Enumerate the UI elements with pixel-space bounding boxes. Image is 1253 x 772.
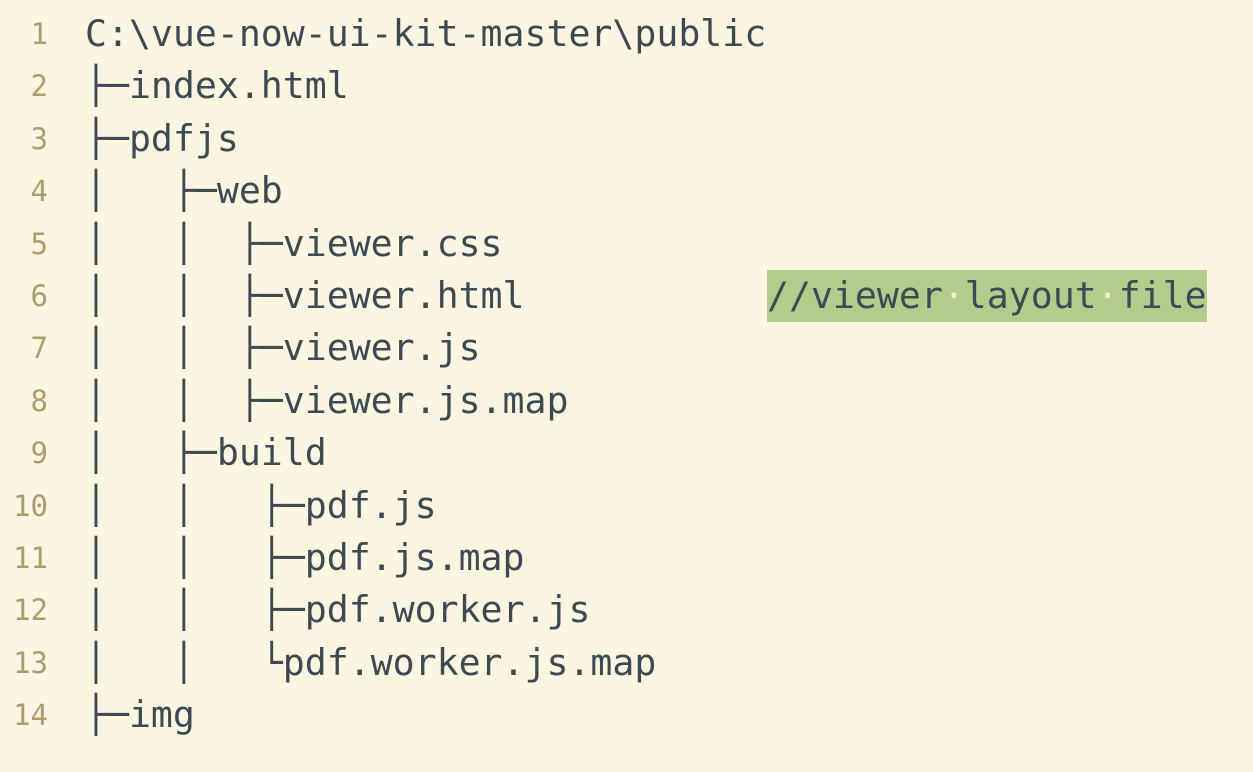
tree-text: │ │ ├─viewer.css (85, 221, 503, 265)
code-line[interactable]: 1 C:\vue-now-ui-kit-master\public (0, 8, 1253, 60)
tree-text: │ │ ├─pdf.worker.js (85, 588, 591, 632)
line-number: 14 (13, 698, 48, 733)
tree-text: │ │ ├─viewer.js.map (85, 378, 569, 422)
tree-text: │ ├─web (85, 169, 283, 213)
tree-text: ├─pdfjs (85, 116, 239, 160)
line-number: 6 (30, 278, 48, 313)
whitespace-dot-icon: · (1096, 273, 1119, 317)
code-line[interactable]: 8 │ │ ├─viewer.js.map (0, 375, 1253, 427)
line-number: 10 (13, 488, 48, 523)
tree-text: ├─img (85, 693, 195, 737)
code-line[interactable]: 12 │ │ ├─pdf.worker.js (0, 584, 1253, 636)
tree-text: │ │ └pdf.worker.js.map (85, 640, 657, 684)
line-number: 11 (13, 540, 48, 575)
tree-text: ├─index.html (85, 64, 349, 108)
tree-text: │ ├─build (85, 431, 327, 475)
code-line[interactable]: 13 │ │ └pdf.worker.js.map (0, 637, 1253, 689)
line-number: 1 (30, 17, 48, 51)
whitespace-dot-icon: · (942, 273, 965, 317)
line-number: 4 (30, 174, 48, 209)
code-line[interactable]: 6 │ │ ├─viewer.html //viewer·layout·file (0, 269, 1253, 323)
tree-text: │ │ ├─pdf.js.map (85, 535, 525, 579)
tree-text: │ │ ├─viewer.js (85, 326, 481, 370)
tree-text: C:\vue-now-ui-kit-master\public (85, 12, 767, 55)
line-number: 2 (30, 69, 48, 104)
code-line[interactable]: 4 │ ├─web (0, 165, 1253, 217)
line-number: 3 (30, 121, 48, 156)
line-number: 5 (30, 226, 48, 261)
code-line[interactable]: 10 │ │ ├─pdf.js (0, 480, 1253, 532)
line-number: 8 (30, 383, 48, 418)
line-number: 7 (30, 331, 48, 366)
code-line[interactable]: 5 │ │ ├─viewer.css (0, 218, 1253, 270)
code-area: 1 C:\vue-now-ui-kit-master\public 2 ├─index… (0, 8, 1253, 741)
code-line[interactable]: 3 ├─pdfjs (0, 113, 1253, 165)
line-number: 9 (30, 436, 48, 471)
line-number: 12 (13, 593, 48, 628)
highlighted-comment: //viewer·layout·file (767, 269, 1207, 323)
tree-text: │ │ ├─viewer.html (85, 273, 525, 317)
line-number: 13 (13, 645, 48, 680)
code-line[interactable]: 11 │ │ ├─pdf.js.map (0, 532, 1253, 584)
code-line[interactable]: 9 │ ├─build (0, 427, 1253, 479)
tree-text: │ │ ├─pdf.js (85, 483, 437, 527)
code-line[interactable]: 14 ├─img (0, 689, 1253, 741)
code-line[interactable]: 2 ├─index.html (0, 60, 1253, 112)
code-line[interactable]: 7 │ │ ├─viewer.js (0, 322, 1253, 374)
